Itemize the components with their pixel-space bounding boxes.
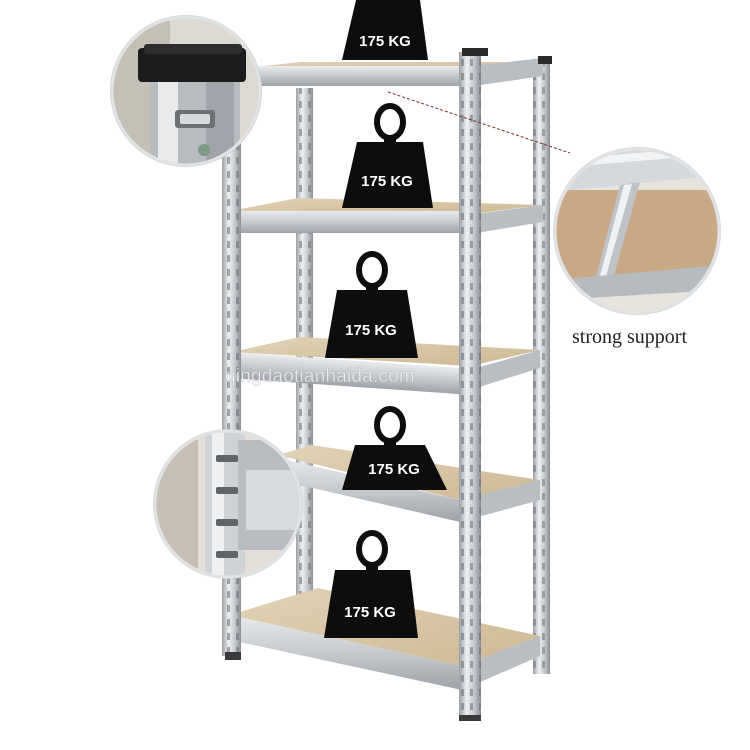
- weight-icon-1: 175 KG: [342, 0, 428, 60]
- svg-text:175 KG: 175 KG: [359, 33, 411, 50]
- callout-line: [387, 91, 571, 154]
- svg-text:175 KG: 175 KG: [361, 173, 413, 190]
- svg-text:175 KG: 175 KG: [345, 322, 397, 339]
- inset-adjustable-slots: [153, 429, 303, 579]
- weight-icon-4: 175 KG: [342, 406, 447, 490]
- inset-strong-support: [553, 147, 721, 315]
- svg-text:175 KG: 175 KG: [368, 461, 420, 478]
- weight-icon-3: 175 KG: [325, 251, 418, 358]
- inset-post-cap: [110, 15, 262, 167]
- strong-support-caption: strong support: [572, 326, 687, 348]
- watermark: qingdaotianhaida.com: [225, 366, 415, 388]
- svg-text:175 KG: 175 KG: [344, 604, 396, 621]
- weight-icon-5: 175 KG: [324, 530, 418, 638]
- shelf-1: [226, 58, 543, 86]
- weight-icon-2: 175 KG: [342, 103, 433, 208]
